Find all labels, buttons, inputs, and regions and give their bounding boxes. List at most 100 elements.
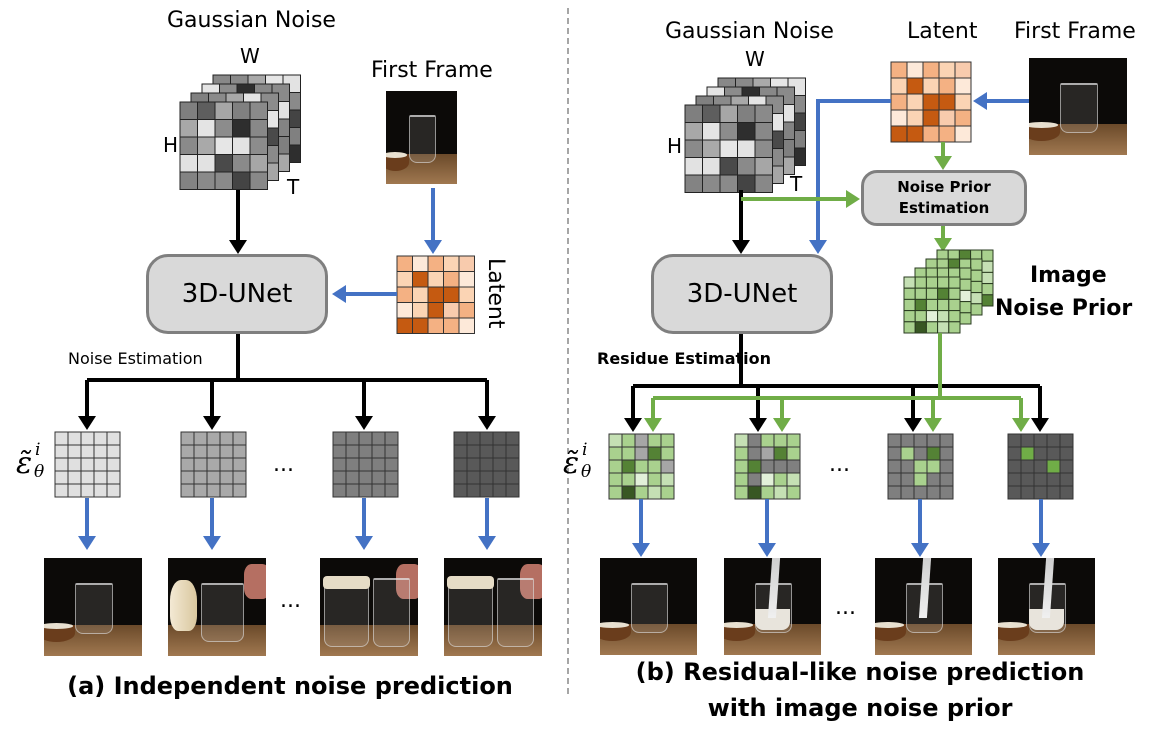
left-eps-grid-1-cell	[193, 431, 208, 446]
left-latent-grid-cell	[412, 271, 429, 288]
right-latent-grid-cell	[890, 125, 908, 143]
right-ellipsis-mid: ...	[829, 452, 850, 477]
right-gaussian-noise-grid-front-cell	[719, 157, 738, 176]
left-eps-grid-0-cell	[93, 470, 108, 485]
image-noise-prior-grid-layer-3-cell	[981, 260, 994, 273]
right-latent-grid-cell	[954, 61, 972, 79]
left-branch-arrowhead-3	[478, 416, 496, 430]
left-eps-grid-1-cell	[219, 470, 234, 485]
right-eps-grid-1-cell	[786, 485, 801, 500]
left-gaussian-noise-grid-front-cell	[232, 136, 251, 155]
left-branch-arrowhead-1	[203, 416, 221, 430]
right-eps-grid-1-cell	[747, 446, 762, 461]
right-eps-grid-2-cell	[926, 446, 941, 461]
right-prior-arrowhead-0	[644, 418, 662, 432]
left-gaussian-noise-grid-front-cell	[197, 101, 216, 120]
right-3d-unet-box: 3D-UNet	[651, 254, 833, 334]
right-eps-grid-1-cell	[760, 485, 775, 500]
left-gaussian-noise-grid-front-cell	[249, 101, 268, 120]
image-noise-prior-grid-front-cell	[914, 298, 927, 312]
left-eps-grid-1-cell	[219, 483, 234, 498]
right-gaussian-noise-grid-front-cell	[737, 174, 756, 193]
right-eps-grid-0-cell	[634, 472, 649, 487]
left-eps-grid-0-cell	[67, 470, 82, 485]
left-eps-grid-3-cell	[492, 444, 507, 459]
left-gaussian-noise-grid-front-cell	[232, 119, 251, 138]
left-eps-grid-0-cell	[67, 431, 82, 446]
left-eps-grid-3-cell	[453, 431, 468, 446]
right-gaussian-noise-grid-front-cell	[702, 104, 721, 123]
right-latent-grid-cell	[906, 93, 924, 111]
right-eps-grid-0-cell	[647, 459, 662, 474]
left-gaussian-noise-grid-front-cell	[249, 171, 268, 190]
right-eps-grid-0-cell	[647, 485, 662, 500]
image-noise-prior-grid-front-cell	[925, 298, 939, 312]
left-eps-grid-0-cell	[106, 444, 121, 459]
left-eps-grid-2-cell	[384, 431, 399, 446]
right-eps-grid-3-cell	[1033, 485, 1048, 500]
left-eps-grid-0-cell	[54, 431, 69, 446]
right-latent-grid-cell	[890, 77, 908, 95]
right-eps-grid-1-cell	[773, 446, 788, 461]
right-gaussian-noise-label: Gaussian Noise	[665, 19, 834, 44]
image-noise-prior-grid-front-cell	[948, 298, 961, 312]
left-eps-grid-0-cell	[67, 444, 82, 459]
left-latent-grid-cell	[443, 286, 460, 303]
right-eps-grid-0-cell	[647, 433, 662, 448]
right-3d-unet-label: 3D-UNet	[686, 279, 798, 309]
right-gaussian-noise-grid-front-cell	[684, 174, 703, 193]
right-eps-grid-1-cell	[773, 485, 788, 500]
right-eps-grid-2-cell	[900, 446, 915, 461]
right-eps-grid-3-cell	[1007, 472, 1022, 487]
left-eps-grid-3-cell	[505, 444, 520, 459]
right-latent-grid-cell	[938, 61, 956, 79]
left-eps-grid-3-cell	[479, 431, 494, 446]
left-branch-arrowhead-0	[78, 416, 96, 430]
right-gaussian-noise-grid-front-cell	[754, 157, 773, 176]
right-eps-grid-1-cell	[747, 485, 762, 500]
left-eps-grid-2-cell	[371, 431, 386, 446]
right-latent-grid-cell	[906, 109, 924, 127]
right-gaussian-noise-grid-front-cell	[684, 157, 703, 176]
right-eps-grid-1-cell	[773, 433, 788, 448]
right-eps-grid-1-cell	[786, 472, 801, 487]
left-eps-grid-0-cell	[93, 483, 108, 498]
left-eps-to-frame-arrowhead-0	[78, 536, 96, 550]
left-latent-grid-cell	[458, 302, 475, 319]
right-eps-grid-3-cell	[1033, 459, 1048, 474]
left-latent-grid-cell	[396, 302, 413, 319]
left-eps-grid-0-cell	[54, 483, 69, 498]
left-ellipsis-mid: ...	[273, 452, 294, 477]
right-eps-grid-2-cell	[939, 433, 954, 448]
right-gaussian-noise-grid-front-cell	[702, 157, 721, 176]
right-eps-grid-1-cell	[786, 459, 801, 474]
image-noise-prior-grid-layer-3-cell	[981, 294, 994, 307]
right-latent-grid-cell	[938, 93, 956, 111]
image-noise-prior-grid-front-cell	[925, 310, 939, 323]
left-eps-grid-0-cell	[106, 470, 121, 485]
left-eps-grid-1-cell	[232, 483, 247, 498]
right-eps-grid-0-cell	[634, 485, 649, 500]
left-latent-grid-cell	[412, 302, 429, 319]
right-output-frame-4	[998, 558, 1095, 655]
left-eps-grid-1-cell	[193, 483, 208, 498]
image-noise-prior-grid-front-cell	[903, 276, 916, 289]
left-eps-grid-3-cell	[466, 470, 481, 485]
left-eps-grid-3-cell	[505, 470, 520, 485]
left-gaussian-noise-grid-front-cell	[232, 171, 251, 190]
left-eps-grid-3-cell	[492, 457, 507, 472]
right-eps-grid-0-cell	[621, 485, 636, 500]
right-latent-grid-cell	[890, 109, 908, 127]
left-latent-grid-cell	[443, 255, 460, 272]
right-eps-grid-0-cell	[660, 472, 675, 487]
left-gaussian-noise-grid-front-cell	[249, 119, 268, 138]
right-arrowhead-noise-to-prior	[846, 190, 860, 208]
left-latent-grid-cell	[427, 302, 444, 319]
right-eps-grid-1-cell	[773, 459, 788, 474]
right-eps-grid-0-cell	[634, 459, 649, 474]
left-3d-unet-box: 3D-UNet	[146, 254, 328, 334]
right-gaussian-noise-grid-front-cell	[684, 104, 703, 123]
image-noise-prior-grid-layer-3-cell	[981, 249, 994, 262]
